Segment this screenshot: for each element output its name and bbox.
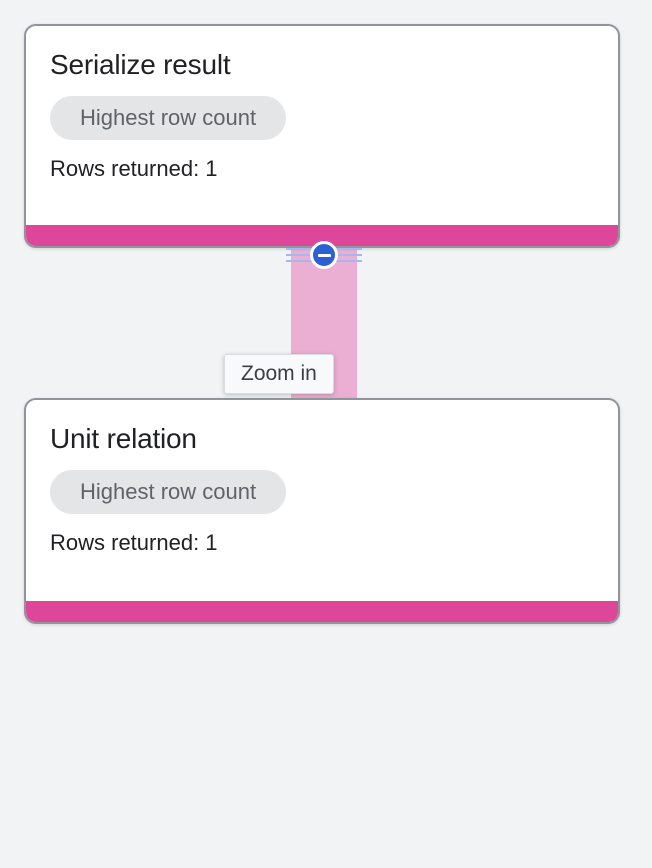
- node-title: Serialize result: [50, 49, 231, 80]
- connector-handle[interactable]: [286, 241, 362, 269]
- node-body: Unit relation Highest row count Rows ret…: [26, 400, 618, 556]
- minus-glyph: [317, 253, 331, 257]
- minus-circle-icon[interactable]: [310, 241, 338, 269]
- node-rows-returned: Rows returned: 1: [50, 530, 218, 555]
- connector-handle-lines: [286, 241, 362, 269]
- node-footer-bar: [26, 225, 618, 246]
- node-footer-bar: [26, 601, 618, 622]
- node-chip-badge: Highest row count: [50, 470, 287, 514]
- node-rows-returned: Rows returned: 1: [50, 156, 218, 181]
- node-card-unit-relation[interactable]: Unit relation Highest row count Rows ret…: [24, 398, 620, 624]
- node-body: Serialize result Highest row count Rows …: [26, 26, 618, 182]
- node-card-serialize-result[interactable]: Serialize result Highest row count Rows …: [24, 24, 620, 248]
- node-chip-badge: Highest row count: [50, 96, 287, 140]
- node-title: Unit relation: [50, 423, 197, 454]
- zoom-in-tooltip: Zoom in: [224, 354, 334, 394]
